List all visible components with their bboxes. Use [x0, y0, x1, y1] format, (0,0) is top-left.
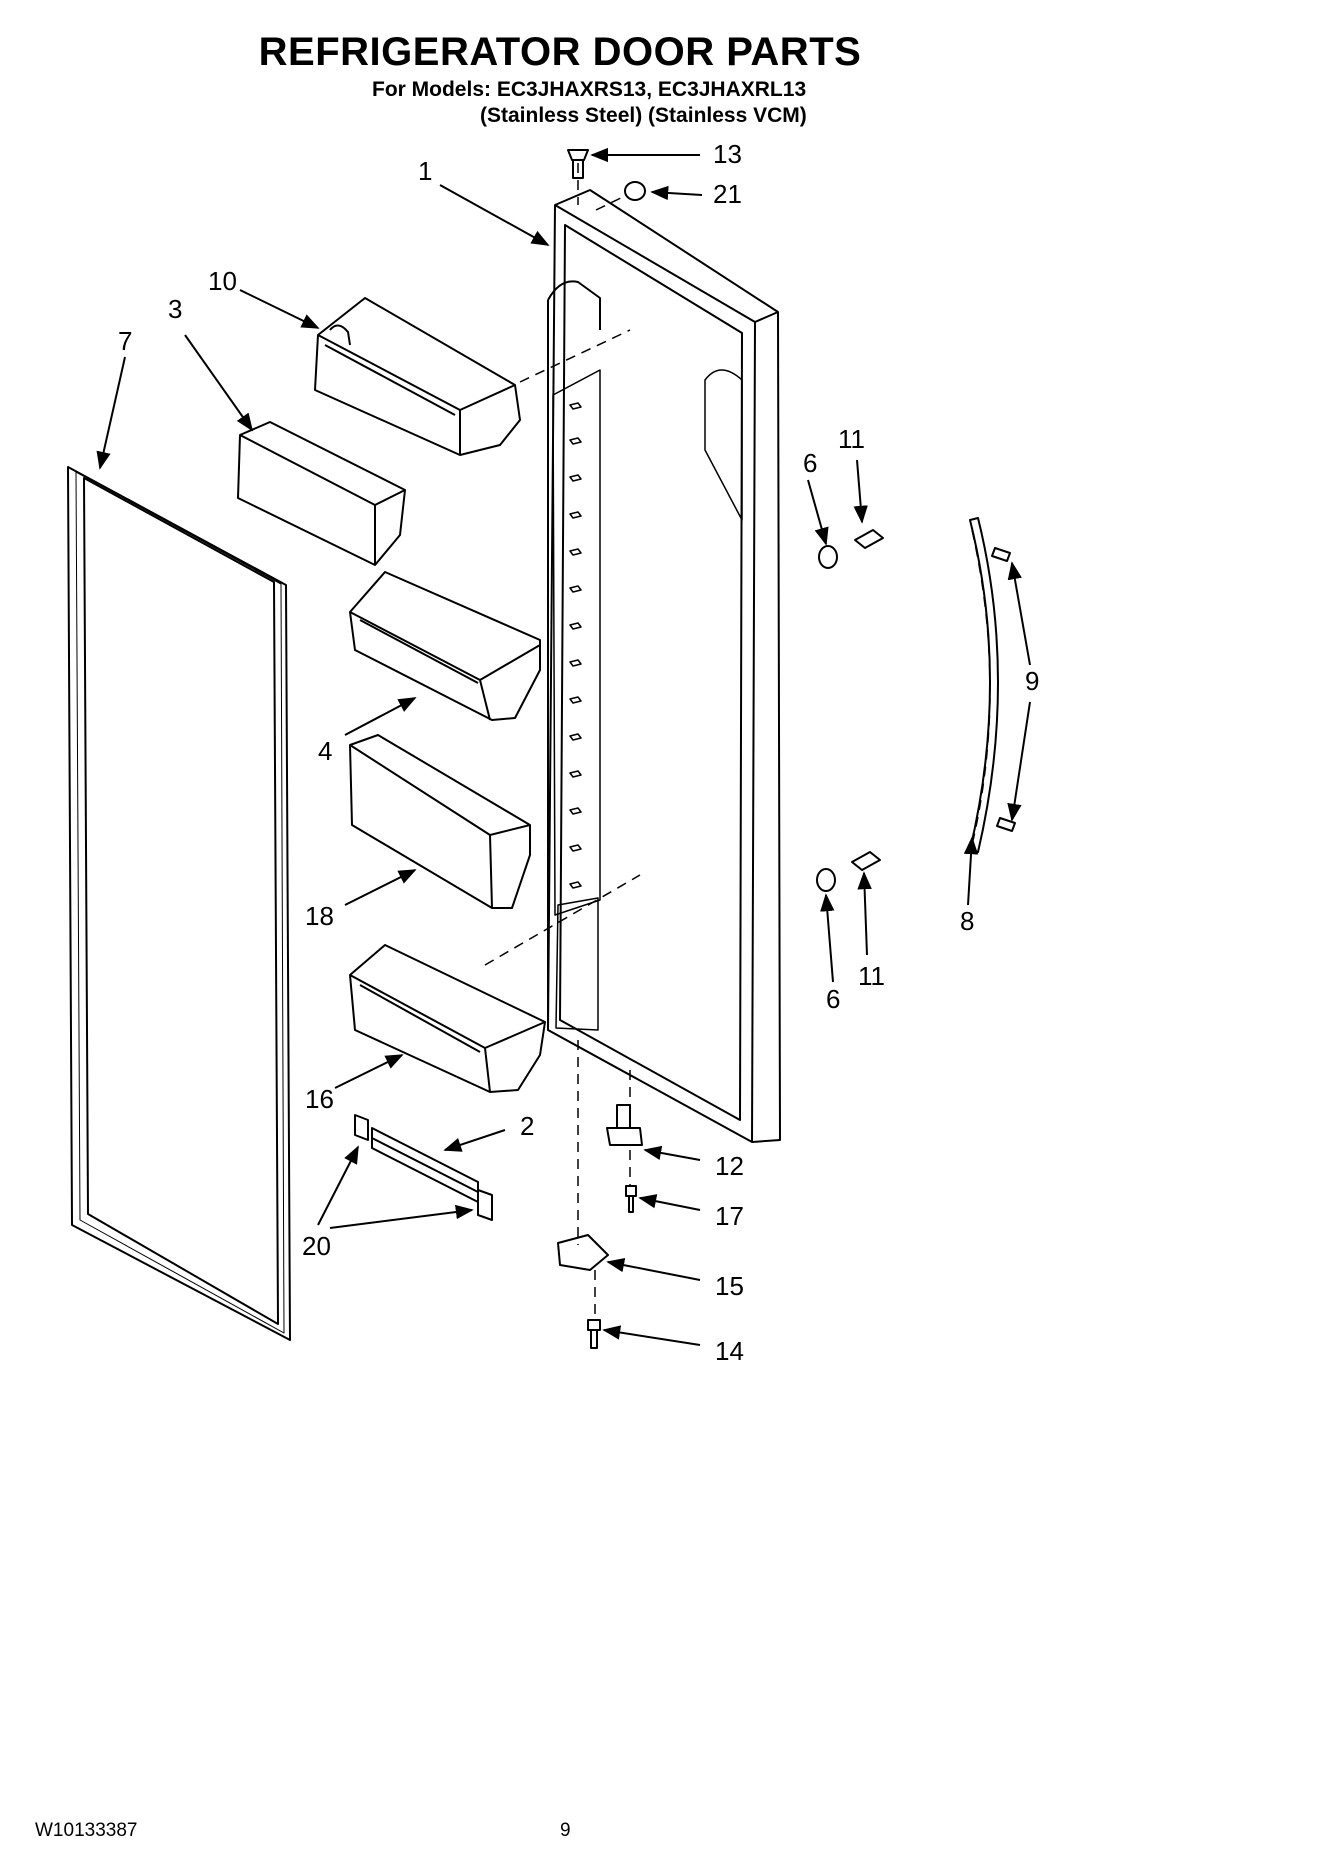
callout-7: 7 [118, 326, 132, 356]
hinge-screw-small [625, 1185, 637, 1213]
models-line: For Models: EC3JHAXRS13, EC3JHAXRL13 [372, 78, 807, 101]
callout-14: 14 [715, 1336, 744, 1366]
top-hinge-bushing [567, 149, 589, 179]
alignment-lines [484, 163, 991, 1318]
hinge-screw-large [587, 1319, 601, 1349]
door-gasket [67, 466, 291, 1341]
dairy-door [237, 421, 406, 566]
document-number: W10133387 [35, 1820, 138, 1841]
callout-6-upper: 6 [803, 448, 817, 478]
callout-18: 18 [305, 901, 334, 931]
callout-12: 12 [715, 1151, 744, 1181]
callout-15: 15 [715, 1271, 744, 1301]
callout-1: 1 [418, 156, 432, 186]
door-liner [547, 189, 781, 1143]
callout-21: 21 [713, 179, 742, 209]
callout-16: 16 [305, 1084, 334, 1114]
bottom-hinge-pin [606, 1104, 643, 1146]
callout-10: 10 [208, 266, 237, 296]
hinge-plug [624, 181, 646, 201]
dairy-compartment [314, 297, 521, 456]
callout-2: 2 [520, 1111, 534, 1141]
door-bin-bottom [349, 944, 546, 1093]
door-bin-large [349, 571, 541, 721]
trim-end-caps [354, 1114, 493, 1221]
callout-20: 20 [302, 1231, 331, 1261]
door-rack-tabs [569, 402, 582, 889]
callout-3: 3 [168, 294, 182, 324]
door-trim-strip [371, 1127, 479, 1203]
handle-screws [991, 547, 1016, 832]
callout-9: 9 [1025, 666, 1039, 696]
callout-4: 4 [318, 736, 332, 766]
door-handle [969, 517, 999, 853]
door-bin-medium [349, 734, 531, 909]
callout-11-upper: 11 [838, 424, 865, 454]
callout-8: 8 [960, 906, 974, 936]
callout-13: 13 [713, 139, 742, 169]
bottom-hinge-bracket [557, 1234, 609, 1271]
handle-spacers [816, 545, 838, 892]
callout-6-lower: 6 [826, 984, 840, 1014]
callout-11-lower: 11 [858, 961, 885, 991]
callout-17: 17 [715, 1201, 744, 1231]
page-title: REFRIGERATOR DOOR PARTS [258, 30, 862, 74]
callout-leaders [96, 147, 1031, 1346]
finish-line: (Stainless Steel) (Stainless VCM) [480, 104, 807, 127]
page-number: 9 [560, 1820, 571, 1841]
handle-studs [851, 529, 884, 871]
